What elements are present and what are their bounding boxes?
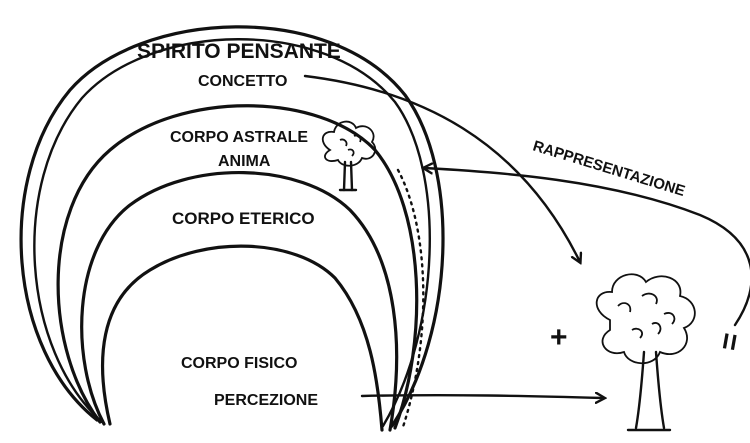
label-anima: ANIMA — [218, 153, 271, 170]
label-rappresentazione: RAPPRESENTAZIONE — [531, 138, 687, 200]
arrow-rappresentazione-to-anima — [424, 168, 750, 327]
label-corpo-eterico: CORPO ETERICO — [172, 209, 315, 228]
arrow-percezione-to-tree — [360, 395, 604, 398]
small-tree-icon — [321, 120, 377, 192]
arc-spirito-pensante-inner — [33, 38, 431, 428]
arc-spirito-pensante — [19, 25, 445, 428]
large-tree-icon — [595, 273, 696, 432]
label-percezione: PERCEZIONE — [214, 392, 318, 409]
label-corpo-fisico: CORPO FISICO — [181, 355, 297, 372]
arc-corpo-eterico — [80, 171, 399, 432]
plus-sign: + — [550, 321, 568, 354]
arrow-concetto-to-tree — [303, 74, 580, 262]
arc-corpo-astrale-dotted — [396, 168, 425, 432]
nested-arcs — [19, 25, 445, 432]
arc-corpo-astrale — [56, 104, 419, 430]
label-concetto: CONCETTO — [198, 73, 287, 90]
equals-sign: = — [712, 330, 748, 353]
label-spirito-pensante: SPIRITO PENSANTE — [137, 40, 341, 63]
arc-corpo-fisico — [101, 244, 384, 432]
label-corpo-astrale: CORPO ASTRALE — [170, 129, 308, 146]
